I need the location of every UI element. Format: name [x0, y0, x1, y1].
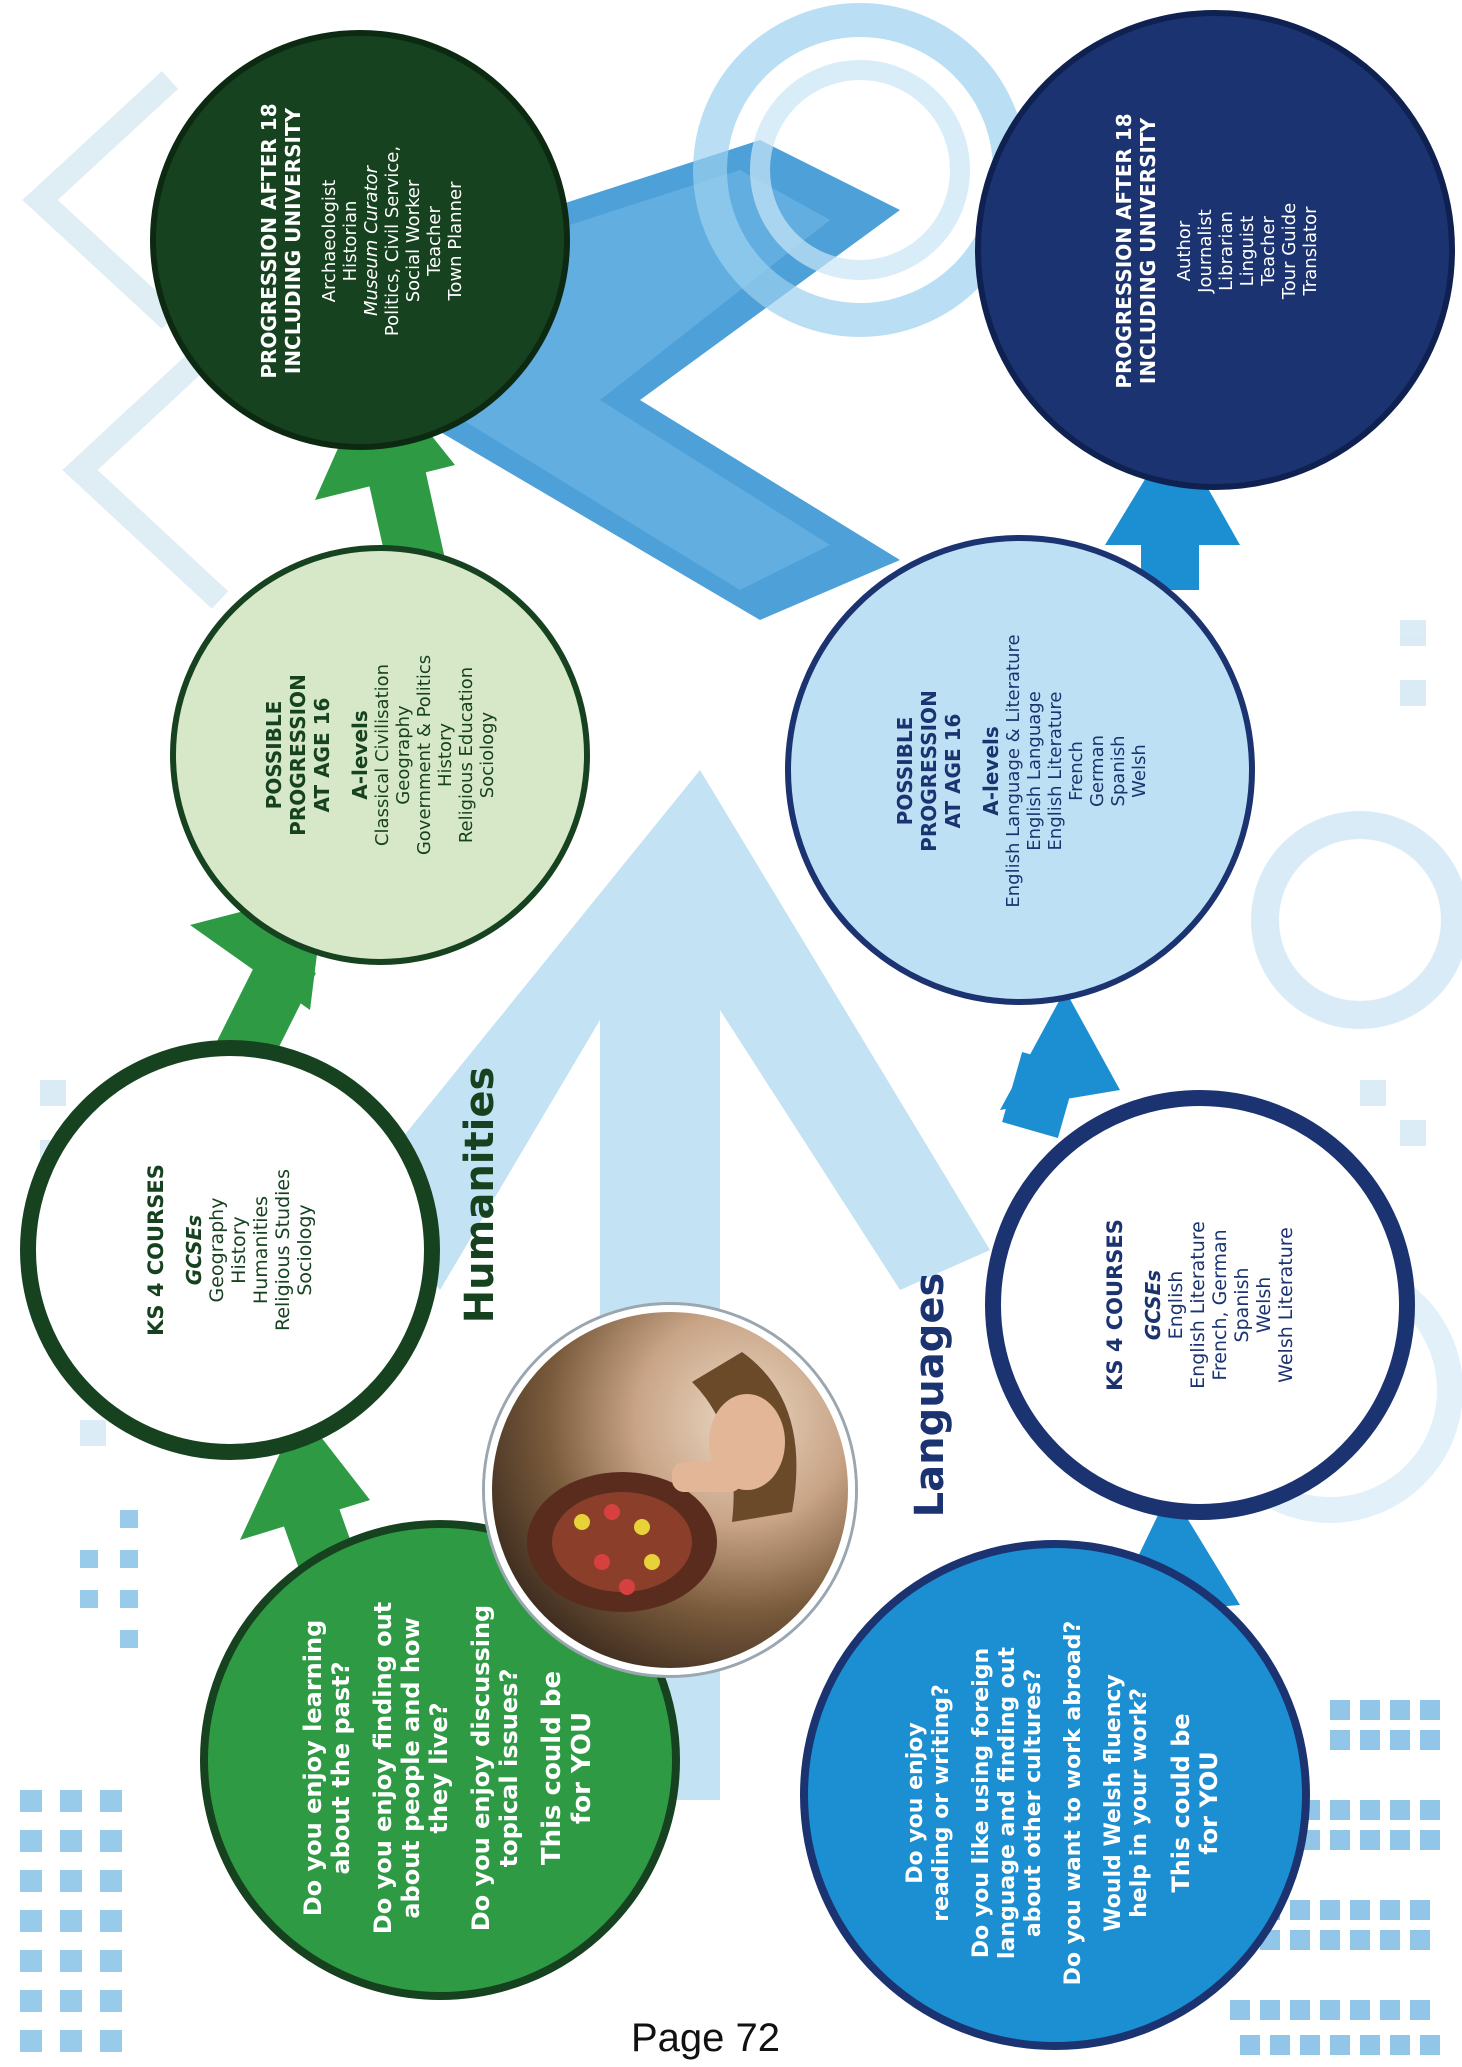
- lang-after18-item: Linguist: [1236, 215, 1258, 287]
- humanities-age16-circle: POSSIBLE PROGRESSION AT AGE 16 A-levels …: [170, 545, 590, 965]
- lang-age16-item: Spanish: [1107, 735, 1129, 807]
- hum-age16-item: Geography: [393, 705, 414, 805]
- lang-ks4-heading: KS 4 COURSES: [1103, 1219, 1127, 1391]
- lang-age16-sub: A-levels: [978, 726, 1003, 816]
- hum-after18-item: Archaeologist: [318, 179, 340, 303]
- lang-q3: Do you want to work abroad?: [1061, 1620, 1086, 1986]
- hum-age16-heading: POSSIBLE PROGRESSION AT AGE 16: [262, 674, 334, 836]
- hum-after18-item: Historian: [339, 200, 361, 282]
- hum-ks4-item: Sociology: [294, 1204, 316, 1296]
- hum-after18-heading: PROGRESSION AFTER 18 INCLUDING UNIVERSIT…: [256, 103, 305, 379]
- pixel-squares-decoration: [20, 1510, 138, 2052]
- hum-age16-item: History: [435, 722, 456, 788]
- lang-q4: Would Welsh fluency help in your work?: [1101, 1674, 1152, 1932]
- central-arrow-decoration: [360, 770, 990, 1800]
- languages-title: Languages: [907, 1272, 953, 1518]
- languages-intro-circle: Do you enjoy reading or writing? Do you …: [800, 1540, 1310, 2050]
- student-photo: [485, 1305, 855, 1675]
- lang-arrow-3: [1105, 430, 1240, 590]
- hum-q1: Do you enjoy learning about the past?: [299, 1619, 355, 1917]
- hum-q2: Do you enjoy finding out about people an…: [369, 1601, 453, 1935]
- lang-after18-item: Journalist: [1194, 209, 1216, 293]
- lang-ks4-item: French, German: [1209, 1229, 1231, 1381]
- hum-after18-item: Social Worker: [402, 179, 424, 303]
- humanities-title: Humanities: [457, 1066, 503, 1324]
- hum-age16-item: Religious Education: [456, 666, 477, 844]
- lang-age16-item: English Literature: [1044, 691, 1066, 851]
- lang-cta: This could be for YOU: [1167, 1713, 1223, 1893]
- lang-ks4-item: English: [1165, 1270, 1187, 1340]
- lang-age16-item: English Language & Literature: [1002, 634, 1024, 908]
- lang-ks4-item: Spanish: [1231, 1267, 1253, 1343]
- hum-ks4-item: Humanities: [250, 1195, 272, 1305]
- hum-age16-sub: A-levels: [348, 710, 372, 800]
- hum-after18-item: Teacher: [423, 206, 445, 276]
- lang-ks4-sub: GCSEs: [1141, 1269, 1165, 1341]
- hum-ks4-heading: KS 4 COURSES: [144, 1164, 168, 1336]
- lang-after18-item: Librarian: [1215, 211, 1237, 291]
- hum-after18-item: Town Planner: [444, 181, 466, 301]
- humanities-intro-circle: Do you enjoy learning about the past? Do…: [200, 1520, 680, 2000]
- humanities-ks4-circle: KS 4 COURSES GCSEs Geography History Hum…: [20, 1040, 440, 1460]
- lang-age16-heading: POSSIBLE PROGRESSION AT AGE 16: [892, 690, 965, 852]
- languages-after18-circle: PROGRESSION AFTER 18 INCLUDING UNIVERSIT…: [975, 10, 1455, 490]
- lang-age16-item: French: [1065, 741, 1087, 801]
- hum-ks4-item: Religious Studies: [272, 1168, 294, 1332]
- lang-ks4-item: English Literature: [1187, 1221, 1209, 1389]
- languages-age16-circle: POSSIBLE PROGRESSION AT AGE 16 A-levels …: [785, 535, 1255, 1005]
- lang-ks4-item: Welsh: [1253, 1276, 1275, 1334]
- lang-age16-item: German: [1086, 734, 1108, 808]
- lang-age16-item: English Language: [1023, 691, 1045, 851]
- lang-q1: Do you enjoy reading or writing?: [903, 1684, 954, 1922]
- hum-age16-item: Classical Civilisation: [372, 663, 393, 847]
- hum-ks4-sub: GCSEs: [182, 1214, 206, 1286]
- page-number: Page 72: [631, 2016, 781, 2060]
- hum-cta: This could be for YOU: [537, 1670, 597, 1866]
- lang-after18-heading: PROGRESSION AFTER 18 INCLUDING UNIVERSIT…: [1111, 113, 1160, 389]
- hum-ks4-item: Geography: [206, 1197, 228, 1303]
- lang-after18-item: Author: [1173, 220, 1195, 282]
- lang-ks4-item: Welsh Literature: [1275, 1227, 1297, 1383]
- hum-age16-item: Government & Politics: [414, 654, 435, 856]
- hum-age16-item: Sociology: [477, 711, 498, 799]
- lang-age16-item: Welsh: [1128, 744, 1150, 798]
- hum-after18-item: Museum Curator: [360, 166, 382, 316]
- hum-after18-item: Politics, Civil Service,: [381, 145, 403, 337]
- lang-after18-item: Translator: [1299, 206, 1321, 296]
- lang-arrow-2: [1000, 990, 1120, 1138]
- photo-illustration: [527, 1352, 797, 1612]
- lang-q2: Do you like using foreign language and f…: [969, 1646, 1046, 1960]
- languages-ks4-circle: KS 4 COURSES GCSEs English English Liter…: [985, 1090, 1415, 1520]
- lang-after18-item: Tour Guide: [1278, 202, 1300, 300]
- humanities-after18-circle: PROGRESSION AFTER 18 INCLUDING UNIVERSIT…: [150, 30, 570, 450]
- hum-ks4-item: History: [228, 1216, 250, 1284]
- lang-after18-item: Teacher: [1257, 216, 1279, 286]
